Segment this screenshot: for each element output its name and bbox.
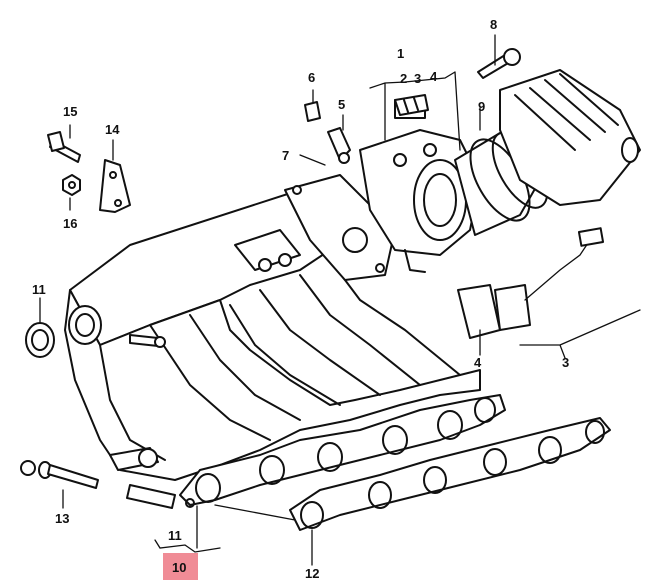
intake-manifold [64,174,481,481]
stud-5 [327,127,351,164]
callout-8: 8 [490,17,498,32]
cap-6 [304,101,321,122]
callout-10: 10 [172,560,187,575]
callout-14: 14 [105,122,120,137]
seal-ring-11 [25,322,55,358]
callout-16: 16 [63,216,78,231]
bracket-14 [99,159,131,213]
callout-2: 2 [400,71,408,86]
callout-9: 9 [478,99,486,114]
callout-1: 1 [397,46,405,61]
air-flow-meter-housing [499,69,641,206]
bolt-8 [477,48,521,79]
callout-4: 4 [430,69,438,84]
throttle-body [359,99,481,273]
callout-13: 13 [55,511,70,526]
manifold-flange-gasket-upper [179,394,506,508]
callout-4-sensor: 4 [474,355,482,370]
callout-11-lower: 11 [168,528,182,543]
callout-6: 6 [308,70,316,85]
callout-7: 7 [282,148,290,163]
leader-lines [39,34,641,566]
part-10-highlight [163,553,198,580]
callout-3: 3 [414,71,422,86]
callout-15: 15 [63,104,78,119]
throttle-position-sensor [457,227,605,339]
bolt-13 [20,460,176,509]
callout-11-seal: 11 [32,282,46,297]
bolt-15 [47,131,81,163]
nut-16 [62,174,81,196]
callout-12: 12 [305,566,320,581]
clip-2 [394,94,429,116]
callout-5: 5 [338,97,346,112]
manifold-gasket-12 [214,417,611,531]
callout-3-sensor: 3 [562,355,570,370]
